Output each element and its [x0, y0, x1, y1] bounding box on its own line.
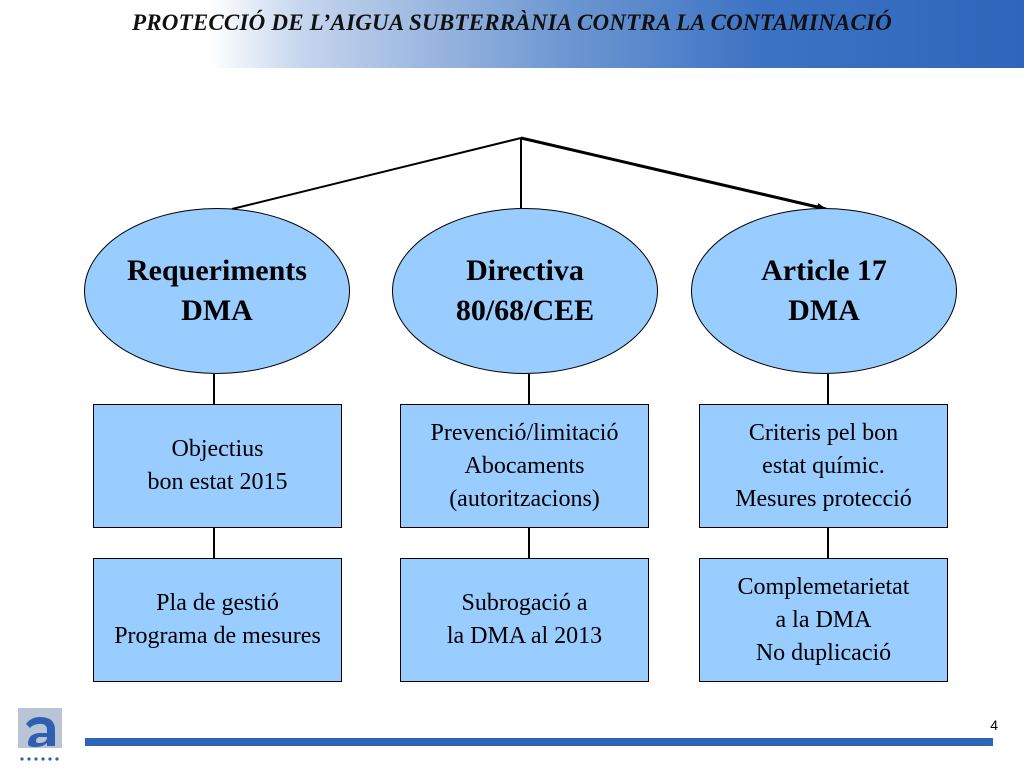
box-pla-de-gestio: Pla de gestió Programa de mesures	[93, 558, 342, 682]
box-text-line: (autoritzacions)	[449, 485, 600, 512]
box-text-line: No duplicació	[755, 639, 892, 666]
box-text-line: estat químic.	[762, 452, 885, 479]
box-subrogacio: Subrogació a la DMA al 2013	[400, 558, 649, 682]
box-text-line: Criteris pel bon	[748, 419, 899, 446]
node-label-line: Requeriments	[127, 254, 307, 287]
branch-line-left	[231, 137, 522, 210]
box-complementarietat: Complemetarietat a la DMA No duplicació	[699, 558, 948, 682]
box-text-line: Prevenció/limitació	[430, 419, 619, 446]
footer-divider	[85, 738, 993, 746]
node-label-line: DMA	[181, 294, 253, 327]
box-prevencio-limitacio: Prevenció/limitació Abocaments (autoritz…	[400, 404, 649, 528]
node-label-line: DMA	[788, 294, 860, 327]
box-text-line: Subrogació a	[461, 590, 588, 616]
node-directiva-80-68-cee: Directiva 80/68/CEE	[392, 208, 658, 374]
slide-title: PROTECCIÓ DE L’AIGUA SUBTERRÀNIA CONTRA …	[132, 10, 892, 35]
node-article-17-dma: Article 17 DMA	[691, 208, 957, 374]
box-text-line: bon estat 2015	[147, 469, 288, 495]
header-bar	[0, 0, 1024, 68]
box-criteris-bon-estat: Criteris pel bon estat químic. Mesures p…	[699, 404, 948, 528]
box-text-line: Pla de gestió	[156, 590, 279, 616]
box-text-line: la DMA al 2013	[446, 623, 603, 649]
box-text-line: a la DMA	[775, 606, 872, 633]
node-label-line: Directiva	[466, 254, 584, 287]
branch-arrow-right	[520, 136, 827, 211]
node-label-line: Article 17	[761, 254, 887, 287]
node-requeriments-dma: Requeriments DMA	[84, 208, 350, 374]
box-text-line: Programa de mesures	[114, 623, 321, 649]
box-text-line: Abocaments	[464, 452, 585, 479]
node-label-line: 80/68/CEE	[455, 294, 595, 327]
box-objectius: Objectius bon estat 2015	[93, 404, 342, 528]
box-text-line: Mesures protecció	[735, 485, 912, 512]
box-text-line: Objectius	[171, 436, 264, 462]
page-number: 4	[990, 717, 998, 733]
box-text-line: Complemetarietat	[737, 573, 910, 600]
logo-letter-a-icon	[18, 708, 62, 761]
